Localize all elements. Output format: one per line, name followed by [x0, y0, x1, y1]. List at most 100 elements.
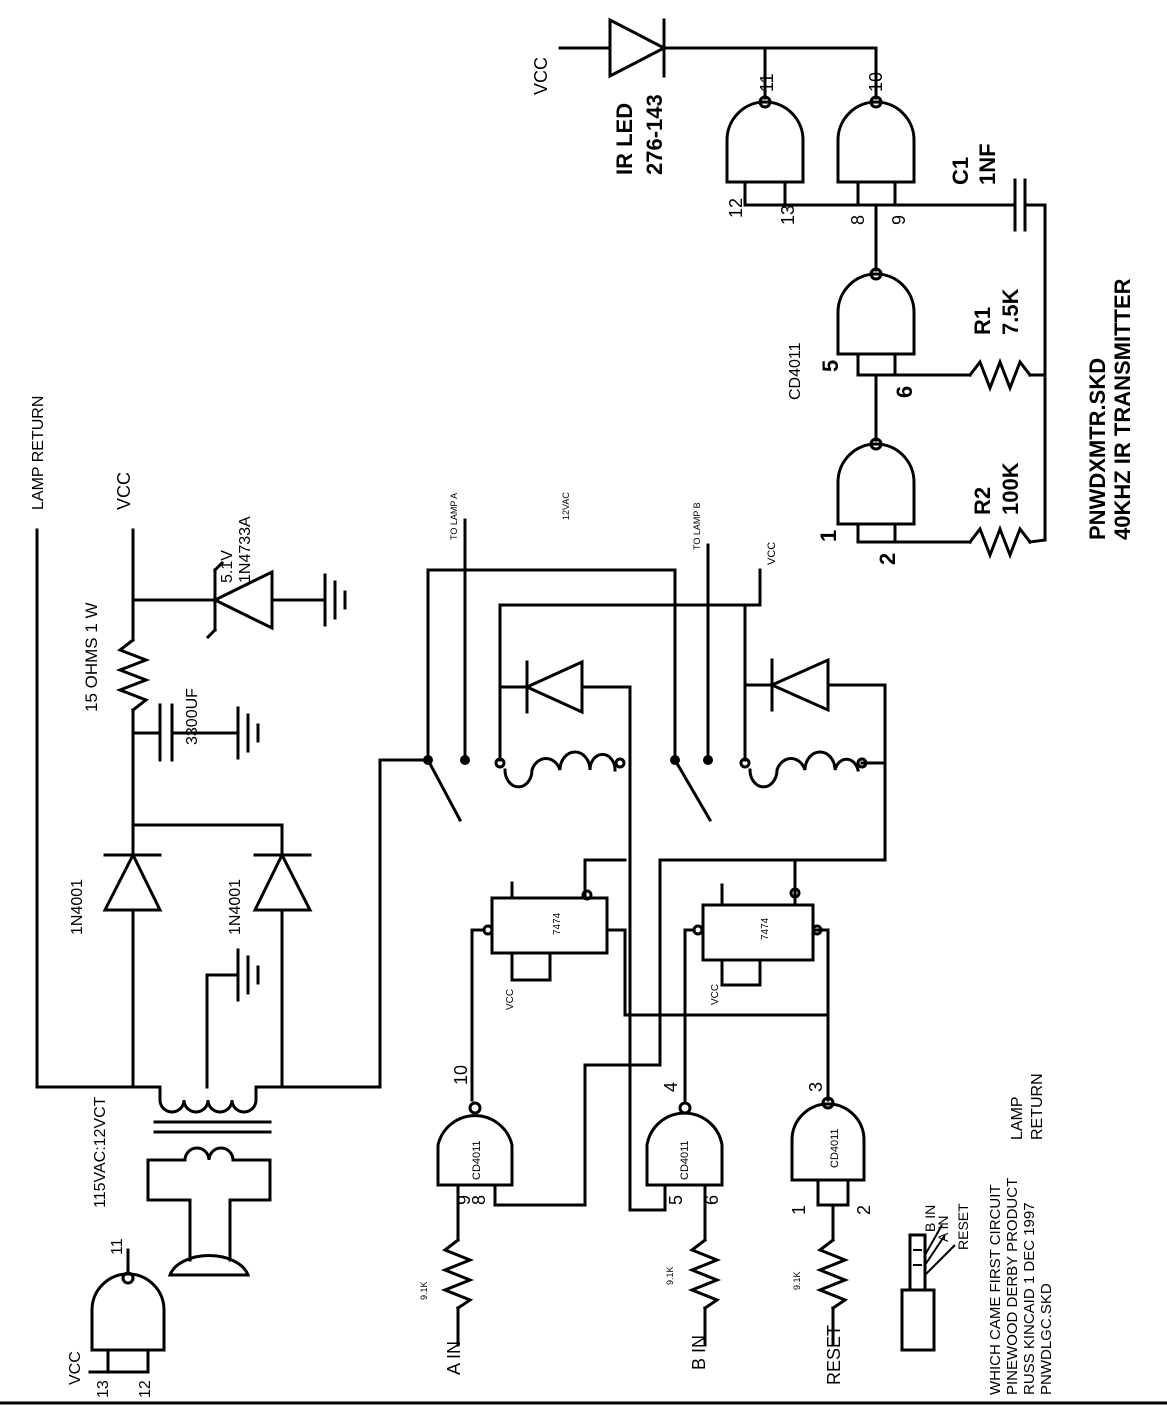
label-a-in: A IN [444, 1341, 464, 1375]
ir-led-diode [608, 17, 668, 79]
label-ir-led-part: 276-143 [642, 94, 667, 175]
label-b-in: B IN [689, 1335, 709, 1370]
label-lamp-return: LAMP RETURN [30, 396, 47, 510]
text-labels: VCC IR LED 276-143 11 10 12 13 8 9 C1 1N… [30, 57, 1135, 1398]
nand-gate-reset [790, 1096, 866, 1242]
label-res-b: 9.1K [665, 1266, 675, 1285]
label-pin-2-top: 2 [875, 553, 900, 565]
label-pin-8-top: 8 [848, 215, 868, 225]
ground-zener [323, 573, 347, 627]
relay-section [423, 518, 887, 1212]
ground-cap [236, 706, 260, 760]
label-vcc-relay: VCC [766, 542, 778, 565]
label-7474-a: 7474 [552, 912, 563, 935]
nand-gate-b-in [628, 1101, 724, 1242]
label-12vac: 12VAC [561, 492, 571, 520]
label-pin-6: 6 [702, 1195, 722, 1205]
label-c1-value: 1NF [975, 143, 1000, 185]
label-res-a: 9.1K [419, 1281, 429, 1300]
diode-1n4001-right [252, 851, 313, 912]
resistor-15-ohm [115, 637, 151, 713]
resistor-a-in [440, 1237, 475, 1311]
label-cd4011-top: CD4011 [787, 342, 804, 400]
label-7474-b: 7474 [760, 917, 771, 940]
label-pin-5-top: 5 [818, 360, 843, 372]
label-credit-1: WHICH CAME FIRST CIRCUIT [987, 1184, 1004, 1395]
label-cd4011-reset: CD4011 [829, 1128, 841, 1168]
ir-transmitter [558, 17, 1047, 560]
resistor-r1 [967, 357, 1033, 393]
label-vcc-ff-a: VCC [505, 989, 516, 1010]
ground-center-tap [236, 948, 260, 1002]
nand-gate-5-6 [836, 267, 916, 377]
label-pin-8: 8 [469, 1195, 489, 1205]
label-zener-v: 5.1V [219, 550, 236, 583]
label-credit-2: PINEWOOD DERBY PRODUCT [1004, 1178, 1021, 1395]
label-vcc-ps: VCC [114, 472, 134, 510]
label-pin-5: 5 [666, 1195, 686, 1205]
resistor-r2 [967, 524, 1033, 560]
label-r1-value: 7.5K [998, 288, 1023, 335]
label-credit-3: RUSS KINCAID 1 DEC 1997 [1021, 1202, 1038, 1395]
label-tx-title: 40KHZ IR TRANSMITTER [1110, 278, 1135, 540]
nand-gate-spare [88, 1248, 166, 1374]
label-pin-3: 3 [806, 1082, 826, 1092]
transformer [146, 1085, 382, 1277]
label-pin-1: 1 [789, 1205, 809, 1215]
label-pin-4: 4 [661, 1082, 681, 1092]
nand-gate-10 [836, 95, 916, 207]
label-jack-a: A IN [935, 1216, 951, 1242]
label-r1: R1 [970, 307, 995, 335]
relay-a-coil [494, 750, 626, 789]
label-cap-3300: 3300UF [184, 688, 201, 745]
label-pin-11-spare: 11 [109, 1238, 126, 1255]
nand-gate-a-in [436, 1063, 662, 1242]
label-credit-4: PNWDLGC.SKD [1038, 1283, 1055, 1395]
power-supply [35, 528, 430, 1277]
relay-b-diode [768, 657, 830, 713]
label-r2: R2 [970, 487, 995, 515]
label-zener-part: 1N4733A [237, 516, 254, 583]
label-pin-2: 2 [854, 1205, 874, 1215]
label-pin-10-top: 10 [866, 72, 886, 92]
diode-1n4001-left [102, 851, 163, 912]
label-jack-b: B IN [922, 1205, 938, 1232]
label-pin-9: 9 [454, 1195, 474, 1205]
flip-flop-b [683, 858, 830, 1102]
label-pin-10: 10 [451, 1065, 471, 1085]
capacitor-3300uf [158, 703, 174, 762]
label-diode-left: 1N4001 [69, 879, 86, 935]
label-transformer: 115VAC:12VCT [92, 1096, 109, 1208]
label-to-lamp-a: TO LAMP A [449, 493, 459, 540]
label-pin-13-top: 13 [778, 205, 798, 225]
resistor-b-in [687, 1237, 722, 1311]
resistor-reset [815, 1237, 850, 1311]
label-resistor-15: 15 OHMS 1 W [82, 602, 101, 712]
label-vcc-spare: VCC [67, 1351, 84, 1385]
label-cd4011-a: CD4011 [471, 1140, 483, 1180]
label-vcc-ff-b: VCC [710, 984, 721, 1005]
label-cd4011-b: CD4011 [679, 1140, 691, 1180]
label-pin-13-spare: 13 [95, 1380, 112, 1398]
label-pin-11-top: 11 [757, 73, 777, 92]
label-pin-6-top: 6 [892, 386, 917, 398]
label-pin-12-top: 12 [726, 198, 746, 218]
label-reset: RESET [824, 1325, 844, 1385]
label-c1: C1 [948, 157, 973, 185]
label-lamp: LAMP [1009, 1096, 1026, 1140]
label-r2-value: 100K [998, 462, 1023, 515]
label-pin-12-spare: 12 [137, 1380, 154, 1398]
label-vcc-top: VCC [531, 57, 551, 95]
nand-gate-1-2 [836, 437, 916, 544]
relay-b-coil [739, 750, 868, 789]
label-return: RETURN [1029, 1073, 1046, 1140]
label-tx-file: PNWDXMTR.SKD [1085, 358, 1110, 540]
flip-flop-a [470, 858, 627, 1102]
label-pin-9-top: 9 [889, 215, 909, 225]
input-jack [900, 1224, 956, 1352]
label-res-reset: 9.1K [792, 1271, 802, 1290]
label-jack-reset: RESET [955, 1203, 971, 1250]
label-diode-right: 1N4001 [227, 879, 244, 935]
